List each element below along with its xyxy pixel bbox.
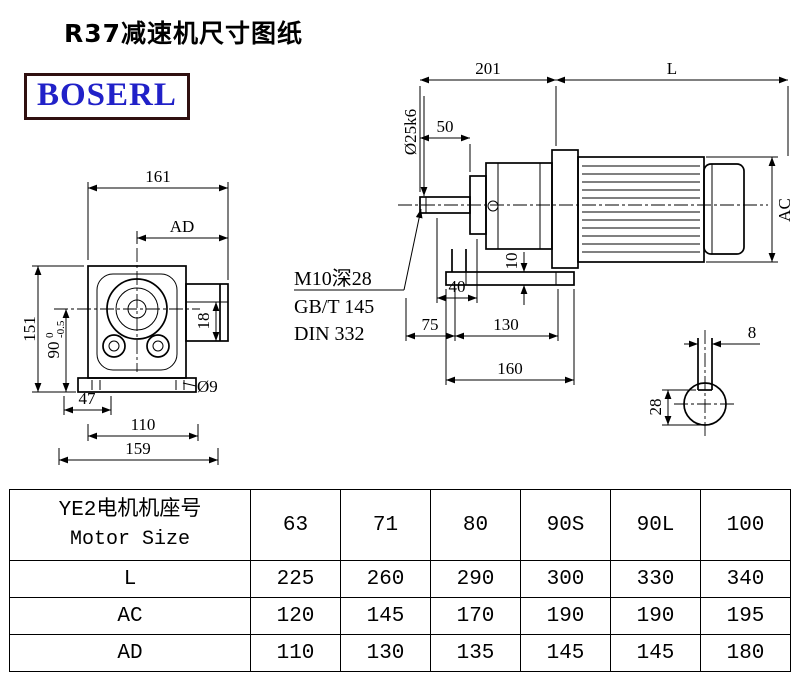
- row-label-AD: AD: [9, 634, 251, 672]
- dim-90-tol-upper: 0: [44, 332, 56, 338]
- size-table-wrap: YE2电机机座号 Motor Size 63 71 80 90S 90L 100…: [9, 489, 791, 672]
- cell-AC-90s: 190: [520, 597, 611, 635]
- cell-L-63: 225: [250, 560, 341, 598]
- cell-AD-100: 180: [700, 634, 791, 672]
- cell-AD-90l: 145: [610, 634, 701, 672]
- dim-shaft-dia-label: Ø25k6: [401, 109, 420, 155]
- dim-160-label: 160: [497, 359, 523, 378]
- cell-AC-71: 145: [340, 597, 431, 635]
- cell-AC-80: 170: [430, 597, 521, 635]
- dim-AD-label: AD: [170, 217, 195, 236]
- row-label-L: L: [9, 560, 251, 598]
- dim-dia9-label: Ø9: [197, 377, 218, 396]
- table-header-row: YE2电机机座号 Motor Size 63 71 80 90S 90L 100: [9, 489, 791, 561]
- cell-L-80: 290: [430, 560, 521, 598]
- header-label-cn: YE2电机机座号: [58, 499, 202, 522]
- cell-AC-100: 195: [700, 597, 791, 635]
- front-view-dimensions: 161 AD 151 90 0 -0.5 18: [20, 167, 229, 465]
- dim-8-label: 8: [748, 323, 757, 342]
- col-header-80: 80: [430, 489, 521, 561]
- row-label-AC: AC: [9, 597, 251, 635]
- col-header-100: 100: [700, 489, 791, 561]
- motor-size-table: YE2电机机座号 Motor Size 63 71 80 90S 90L 100…: [9, 489, 791, 672]
- cell-L-71: 260: [340, 560, 431, 598]
- table-row-AC: AC 120 145 170 190 190 195: [9, 597, 791, 635]
- col-header-71: 71: [340, 489, 431, 561]
- callout-din-label: DIN 332: [294, 323, 365, 345]
- side-view-dimensions: 201 L Ø25k6 50 AC 10 M10深: [294, 59, 794, 385]
- technical-drawing: 161 AD 151 90 0 -0.5 18: [20, 59, 794, 465]
- dim-90-label: 90: [44, 342, 63, 359]
- front-view: [54, 248, 229, 393]
- brand-logo: BOSERL: [24, 73, 190, 120]
- cell-AC-90l: 190: [610, 597, 701, 635]
- cell-AD-80: 135: [430, 634, 521, 672]
- table-row-L: L 225 260 290 300 330 340: [9, 560, 791, 598]
- cell-L-90l: 330: [610, 560, 701, 598]
- dim-50-label: 50: [437, 117, 454, 136]
- dim-151-label: 151: [20, 316, 39, 342]
- header-label-en: Motor Size: [69, 528, 191, 551]
- dim-75-label: 75: [422, 315, 439, 334]
- dim-159-label: 159: [125, 439, 151, 458]
- table-header-label: YE2电机机座号 Motor Size: [9, 489, 251, 561]
- cell-L-90s: 300: [520, 560, 611, 598]
- callout-gbt-label: GB/T 145: [294, 296, 374, 318]
- dim-AC-label: AC: [775, 198, 794, 222]
- callout-m10-label: M10深28: [294, 267, 372, 290]
- table-row-AD: AD 110 130 135 145 145 180: [9, 634, 791, 672]
- dim-110-label: 110: [131, 415, 156, 434]
- dim-201-label: 201: [475, 59, 501, 78]
- cell-AD-63: 110: [250, 634, 341, 672]
- page-title: R37减速机尺寸图纸: [64, 19, 304, 48]
- cell-AD-71: 130: [340, 634, 431, 672]
- col-header-90s: 90S: [520, 489, 611, 561]
- cell-AC-63: 120: [250, 597, 341, 635]
- col-header-63: 63: [250, 489, 341, 561]
- dim-47-label: 47: [79, 389, 97, 408]
- dim-90-tol-lower: -0.5: [55, 320, 67, 338]
- dim-18-label: 18: [194, 313, 213, 330]
- dim-161-label: 161: [145, 167, 171, 186]
- dim-28-label: 28: [646, 399, 665, 416]
- cell-AD-90s: 145: [520, 634, 611, 672]
- dim-L-label: L: [667, 59, 677, 78]
- dim-130-label: 130: [493, 315, 519, 334]
- cell-L-100: 340: [700, 560, 791, 598]
- dim-40-label: 40: [449, 277, 466, 296]
- dim-10-label: 10: [502, 253, 521, 270]
- shaft-key-section: 8 28: [646, 323, 760, 438]
- side-view: [398, 149, 768, 286]
- col-header-90l: 90L: [610, 489, 701, 561]
